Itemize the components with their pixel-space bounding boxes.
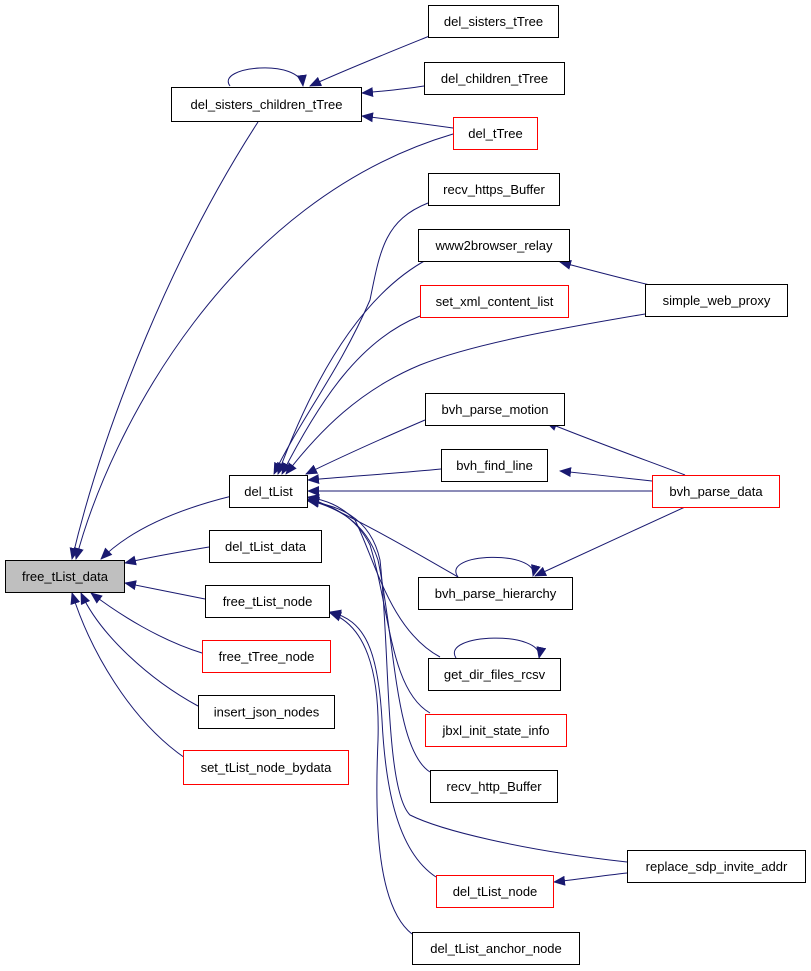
node-label: del_tList_anchor_node	[430, 941, 562, 956]
node-simple-web-proxy[interactable]: simple_web_proxy	[645, 284, 788, 317]
node-del-sisters-ttree[interactable]: del_sisters_tTree	[428, 5, 559, 38]
node-del-tlist[interactable]: del_tList	[229, 475, 308, 508]
node-free-tlist-node[interactable]: free_tList_node	[205, 585, 330, 618]
edge-bvh-find-line-to-del-tlist	[307, 468, 442, 485]
node-label: recv_http_Buffer	[446, 779, 542, 794]
node-set-tlist-node-bydata[interactable]: set_tList_node_bydata	[183, 750, 349, 785]
node-label: insert_json_nodes	[214, 705, 320, 720]
node-del-tlist-anchor-node[interactable]: del_tList_anchor_node	[412, 932, 580, 965]
node-label: recv_https_Buffer	[443, 182, 545, 197]
edge-recv-http-buffer-to-del-tlist	[307, 497, 431, 773]
node-label: set_xml_content_list	[436, 294, 554, 309]
edge-www2browser-relay-to-del-tlist	[277, 258, 429, 475]
edge-replace-sdp-invite-addr-to-del-tlist-node	[553, 872, 628, 886]
node-www2browser-relay[interactable]: www2browser_relay	[418, 229, 570, 262]
node-replace-sdp-invite-addr[interactable]: replace_sdp_invite_addr	[627, 850, 806, 883]
node-del-sisters-children-ttree[interactable]: del_sisters_children_tTree	[171, 87, 362, 122]
node-label: del_tList_data	[225, 539, 307, 554]
node-label: free_tList_node	[223, 594, 313, 609]
node-label: replace_sdp_invite_addr	[646, 859, 788, 874]
edge-del-ttree-to-del-sisters-children-ttree	[361, 112, 454, 129]
node-label: jbxl_init_state_info	[442, 723, 550, 738]
node-del-children-ttree[interactable]: del_children_tTree	[424, 62, 565, 95]
node-bvh-parse-data[interactable]: bvh_parse_data	[652, 475, 780, 508]
edge-recv-https-buffer-to-del-tlist	[273, 202, 429, 475]
edge-del-sisters-children-ttree-to-free-tlist-data	[69, 121, 259, 560]
edge-replace-sdp-invite-addr-to-del-tlist	[307, 497, 628, 863]
node-bvh-parse-motion[interactable]: bvh_parse_motion	[425, 393, 565, 426]
node-label: free_tList_data	[22, 569, 109, 584]
edge-get-dir-files-rcsv-to-del-tlist	[307, 493, 441, 658]
edge-free-tlist-node-to-free-tlist-data	[124, 580, 206, 600]
edge-get-dir-files-rcsv-self	[453, 637, 547, 659]
edge-del-children-ttree-to-del-sisters-children-ttree	[361, 85, 425, 98]
node-del-ttree[interactable]: del_tTree	[453, 117, 538, 150]
node-del-tlist-node[interactable]: del_tList_node	[436, 875, 554, 908]
edge-del-tlist-data-to-free-tlist-data	[124, 546, 210, 566]
node-label: www2browser_relay	[434, 238, 553, 253]
node-free-tlist-data[interactable]: free_tList_data	[5, 560, 125, 593]
node-set-xml-content-list[interactable]: set_xml_content_list	[420, 285, 569, 318]
edge-bvh-parse-motion-to-del-tlist	[305, 419, 426, 475]
edge-bvh-parse-data-to-bvh-parse-motion	[545, 421, 686, 476]
node-bvh-find-line[interactable]: bvh_find_line	[441, 449, 548, 482]
edge-bvh-parse-hierarchy-self	[455, 556, 541, 578]
edge-del-sisters-children-ttree-self	[227, 67, 307, 87]
node-recv-https-buffer[interactable]: recv_https_Buffer	[428, 173, 560, 206]
edge-free-ttree-node-to-free-tlist-data	[90, 592, 203, 654]
node-recv-http-buffer[interactable]: recv_http_Buffer	[430, 770, 558, 803]
node-label: bvh_find_line	[456, 458, 533, 473]
node-jbxl-init-state-info[interactable]: jbxl_init_state_info	[425, 714, 567, 747]
nodes: free_tList_data del_sisters_children_tTr…	[5, 5, 806, 965]
node-label: get_dir_files_rcsv	[444, 667, 546, 682]
edge-del-tlist-to-free-tlist-data	[100, 495, 233, 560]
node-label: bvh_parse_data	[669, 484, 763, 499]
edge-bvh-parse-data-to-bvh-find-line	[559, 467, 653, 482]
node-label: set_tList_node_bydata	[201, 760, 333, 775]
edge-bvh-parse-data-to-bvh-parse-hierarchy	[534, 506, 686, 577]
node-label: del_tList_node	[453, 884, 538, 899]
edge-set-tlist-node-bydata-to-free-tlist-data	[70, 592, 186, 759]
node-del-tlist-data[interactable]: del_tList_data	[209, 530, 322, 563]
node-label: del_sisters_children_tTree	[191, 97, 343, 112]
node-label: simple_web_proxy	[663, 293, 771, 308]
node-label: bvh_parse_motion	[442, 402, 549, 417]
node-insert-json-nodes[interactable]: insert_json_nodes	[198, 695, 335, 729]
edge-set-xml-content-list-to-del-tlist	[281, 315, 421, 475]
edge-del-sisters-ttree-to-del-sisters-children-ttree	[309, 34, 433, 87]
edge-del-tlist-node-to-free-tlist-node	[329, 609, 437, 878]
node-label: bvh_parse_hierarchy	[435, 586, 557, 601]
edge-jbxl-init-state-info-to-del-tlist	[307, 497, 431, 714]
node-label: del_tTree	[468, 126, 522, 141]
edge-del-ttree-to-free-tlist-data	[73, 133, 454, 560]
edges	[69, 34, 686, 935]
edge-bvh-parse-hierarchy-to-del-tlist	[307, 496, 459, 578]
node-bvh-parse-hierarchy[interactable]: bvh_parse_hierarchy	[418, 577, 573, 610]
node-free-ttree-node[interactable]: free_tTree_node	[202, 640, 331, 673]
node-label: free_tTree_node	[219, 649, 315, 664]
node-label: del_sisters_tTree	[444, 14, 543, 29]
node-label: del_tList	[244, 484, 293, 499]
edge-simple-web-proxy-to-www2browser-relay	[559, 260, 651, 286]
edge-insert-json-nodes-to-free-tlist-data	[80, 592, 199, 707]
node-get-dir-files-rcsv[interactable]: get_dir_files_rcsv	[428, 658, 561, 691]
edge-del-tlist-anchor-node-to-free-tlist-node	[329, 611, 413, 935]
edge-simple-web-proxy-to-del-tlist	[285, 313, 646, 475]
node-label: del_children_tTree	[441, 71, 548, 86]
